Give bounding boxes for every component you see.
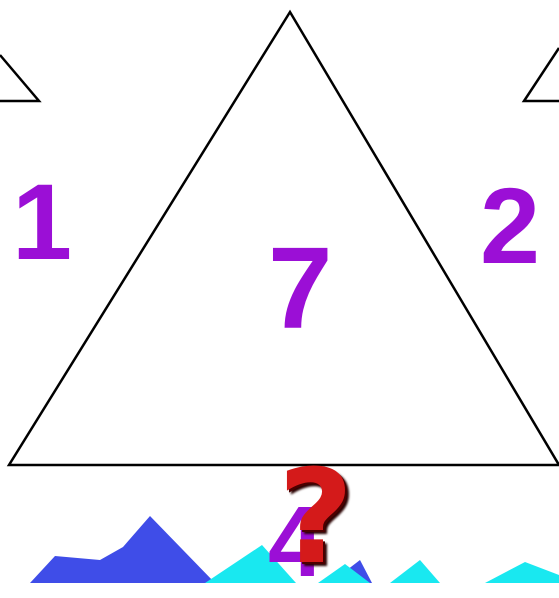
right-number: 2 xyxy=(480,172,540,280)
left-number: 1 xyxy=(12,168,72,276)
partial-triangle-right xyxy=(524,48,559,101)
puzzle-canvas: 1 7 2 4 ? xyxy=(0,0,559,583)
mountain-blue-1 xyxy=(30,516,215,583)
question-mark-icon: ? xyxy=(278,452,353,582)
partial-triangle-left xyxy=(0,55,39,101)
mountain-cyan-4 xyxy=(485,562,559,583)
center-number: 7 xyxy=(268,230,333,346)
mountain-cyan-3 xyxy=(390,560,440,583)
